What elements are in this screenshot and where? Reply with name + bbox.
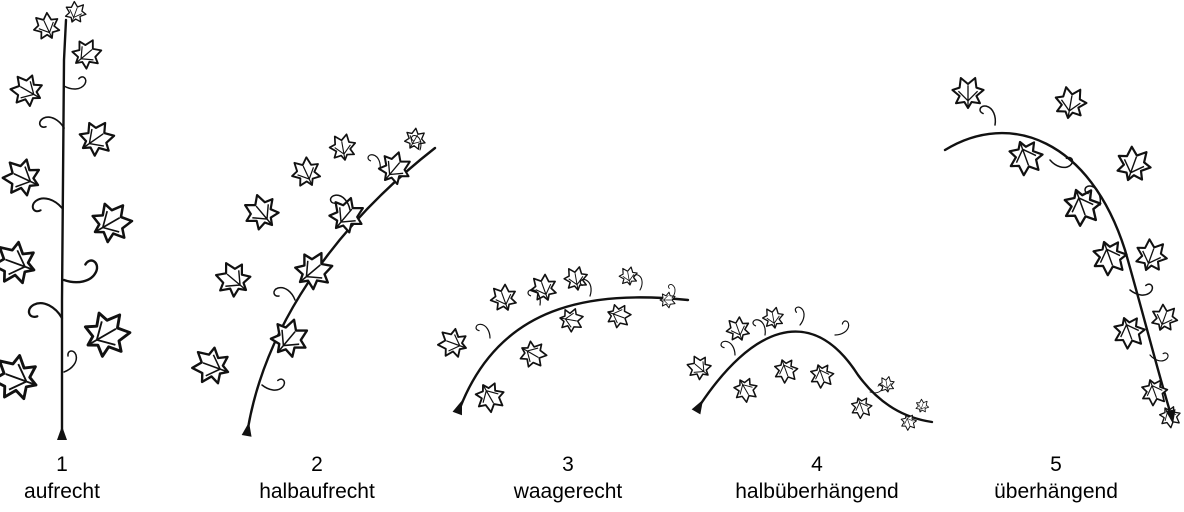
leaf-icon bbox=[403, 127, 426, 150]
stem-base-icon bbox=[691, 399, 703, 415]
habit-2-name: halbaufrecht bbox=[259, 480, 375, 503]
vine-3-horizontal bbox=[436, 266, 690, 416]
leaf-icon bbox=[850, 397, 873, 420]
tendril-icon bbox=[410, 135, 422, 151]
habit-3-number: 3 bbox=[562, 453, 574, 476]
tendril-icon bbox=[1129, 283, 1154, 296]
leaf-icon bbox=[529, 273, 557, 301]
tendril-icon bbox=[31, 197, 63, 213]
leaf-icon bbox=[761, 306, 784, 329]
tendril-icon bbox=[38, 116, 65, 129]
tendril-icon bbox=[62, 259, 99, 284]
leaf-icon bbox=[1054, 86, 1088, 120]
leaf-icon bbox=[1008, 140, 1044, 177]
tendril-icon bbox=[1084, 185, 1102, 206]
tendril-icon bbox=[475, 323, 491, 339]
leaf-icon bbox=[1092, 240, 1128, 277]
stem-base-icon bbox=[452, 400, 463, 416]
leaf-icon bbox=[1113, 316, 1146, 350]
habit-5-number: 5 bbox=[1050, 453, 1062, 476]
leaf-icon bbox=[1151, 303, 1179, 331]
stem-base-icon bbox=[1165, 409, 1176, 424]
leaf-icon bbox=[810, 364, 835, 389]
tendril-icon bbox=[63, 350, 78, 373]
tendril-icon bbox=[633, 274, 643, 291]
leaf-icon bbox=[78, 121, 116, 157]
vine-4-semi-trailing bbox=[686, 306, 934, 431]
leaf-icon bbox=[474, 382, 505, 414]
tendril-icon bbox=[1049, 156, 1074, 169]
stem-base-icon bbox=[57, 426, 67, 440]
leaf-icon bbox=[1116, 145, 1152, 182]
tendril-icon bbox=[979, 105, 997, 126]
leaf-icon bbox=[191, 346, 230, 385]
leaf-icon bbox=[686, 355, 712, 381]
leaf-icon bbox=[733, 377, 758, 403]
tendril-icon bbox=[668, 284, 676, 299]
habit-1-name: aufrecht bbox=[24, 480, 100, 503]
leaf-icon bbox=[269, 318, 309, 358]
habit-3-name: waagerecht bbox=[513, 480, 623, 503]
leaf-icon bbox=[489, 283, 517, 311]
tendril-icon bbox=[261, 378, 286, 391]
habit-4-name: halbüberhängend bbox=[735, 480, 899, 503]
leaf-icon bbox=[915, 398, 930, 413]
leaf-icon bbox=[91, 202, 134, 244]
habit-1-number: 1 bbox=[56, 453, 68, 476]
tendril-icon bbox=[1149, 352, 1169, 362]
tendril-icon bbox=[27, 302, 64, 320]
leaf-icon bbox=[1063, 188, 1102, 227]
leaf-icon bbox=[951, 76, 985, 110]
tendril-icon bbox=[329, 194, 351, 211]
habit-5-name: überhängend bbox=[994, 480, 1118, 503]
leaf-icon bbox=[83, 311, 132, 358]
leaf-icon bbox=[618, 266, 638, 286]
tendril-icon bbox=[869, 384, 883, 394]
tendril-icon bbox=[367, 154, 381, 171]
leaf-icon bbox=[519, 340, 548, 368]
leaf-icon bbox=[559, 308, 584, 333]
stem-base-icon bbox=[241, 422, 252, 437]
leaf-icon bbox=[0, 240, 36, 285]
tendril-icon bbox=[273, 286, 296, 301]
habit-4-number: 4 bbox=[811, 453, 823, 476]
leaf-icon bbox=[294, 251, 334, 291]
leaf-icon bbox=[900, 414, 917, 431]
vine-1-upright bbox=[0, 0, 134, 440]
tendril-icon bbox=[720, 340, 736, 356]
habit-2-number: 2 bbox=[311, 453, 323, 476]
tendril-icon bbox=[752, 319, 766, 336]
vine-2-semi-upright bbox=[191, 127, 437, 437]
leaf-icon bbox=[214, 262, 252, 298]
leaf-icon bbox=[291, 156, 322, 187]
leaf-icon bbox=[1, 158, 41, 197]
leaf-icon bbox=[64, 0, 87, 23]
leaf-icon bbox=[725, 316, 750, 341]
tendril-icon bbox=[794, 306, 805, 326]
tendril-icon bbox=[834, 320, 850, 336]
leaf-icon bbox=[607, 304, 632, 329]
leaf-icon bbox=[244, 193, 280, 231]
leaf-icon bbox=[659, 291, 676, 309]
tendril-icon bbox=[63, 76, 87, 90]
leaf-icon bbox=[1135, 238, 1168, 272]
leaf-icon bbox=[9, 74, 43, 108]
vine-5-trailing bbox=[943, 76, 1181, 429]
leaf-icon bbox=[328, 133, 357, 161]
leaf-icon bbox=[71, 39, 103, 70]
leaf-icon bbox=[0, 354, 38, 401]
leaf-icon bbox=[774, 359, 799, 384]
leaf-icon bbox=[33, 11, 61, 40]
leaf-icon bbox=[1141, 379, 1169, 407]
leaf-icon bbox=[377, 151, 411, 186]
leaf-icon bbox=[436, 327, 467, 358]
tendril-icon bbox=[527, 289, 541, 306]
leaf-icon bbox=[328, 196, 364, 234]
leaf-icon bbox=[563, 266, 588, 291]
tendril-icon bbox=[579, 278, 592, 297]
